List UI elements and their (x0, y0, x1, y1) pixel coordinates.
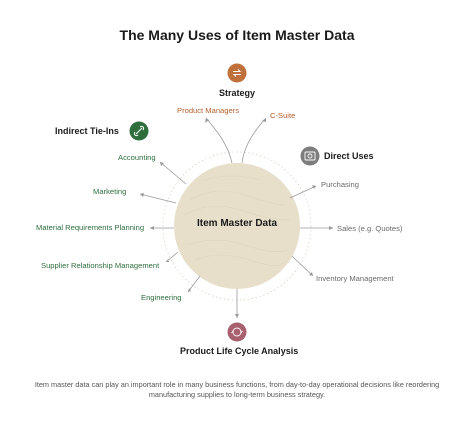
category-direct-uses: Direct Uses (324, 151, 374, 161)
line-marketing (139, 193, 177, 204)
line-accounting (159, 161, 187, 185)
line-c-suite (241, 117, 267, 164)
page-title: The Many Uses of Item Master Data (119, 27, 355, 43)
item-c-suite: C-Suite (270, 111, 296, 120)
center-circle (174, 163, 300, 289)
center-texture (184, 175, 291, 267)
connector-lines (139, 117, 333, 318)
item-mrp: Material Requirements Planning (36, 223, 145, 232)
line-product-managers (205, 117, 233, 164)
item-engineering: Engineering (141, 293, 182, 302)
category-strategy: Strategy (219, 88, 256, 98)
item-product-managers: Product Managers (177, 106, 240, 115)
cycle-icon (227, 322, 247, 342)
strategy-icon (227, 63, 247, 83)
arrow-heads (140, 118, 333, 318)
category-indirect-tie-ins: Indirect Tie-Ins (55, 126, 119, 136)
item-purchasing: Purchasing (321, 180, 359, 189)
line-engineering (187, 275, 201, 293)
caption: Item master data can play an important r… (34, 380, 440, 399)
line-inventory (291, 255, 314, 277)
item-srm: Supplier Relationship Management (41, 261, 160, 270)
item-marketing: Marketing (93, 187, 127, 196)
item-accounting: Accounting (118, 153, 156, 162)
item-sales: Sales (e.g. Quotes) (337, 224, 403, 233)
gear-icon (300, 146, 320, 166)
item-inventory-management: Inventory Management (316, 274, 394, 283)
category-product-life-cycle-analysis: Product Life Cycle Analysis (180, 346, 299, 356)
line-purchasing (289, 185, 317, 199)
link-icon (129, 121, 149, 141)
center-label: Item Master Data (196, 218, 278, 229)
